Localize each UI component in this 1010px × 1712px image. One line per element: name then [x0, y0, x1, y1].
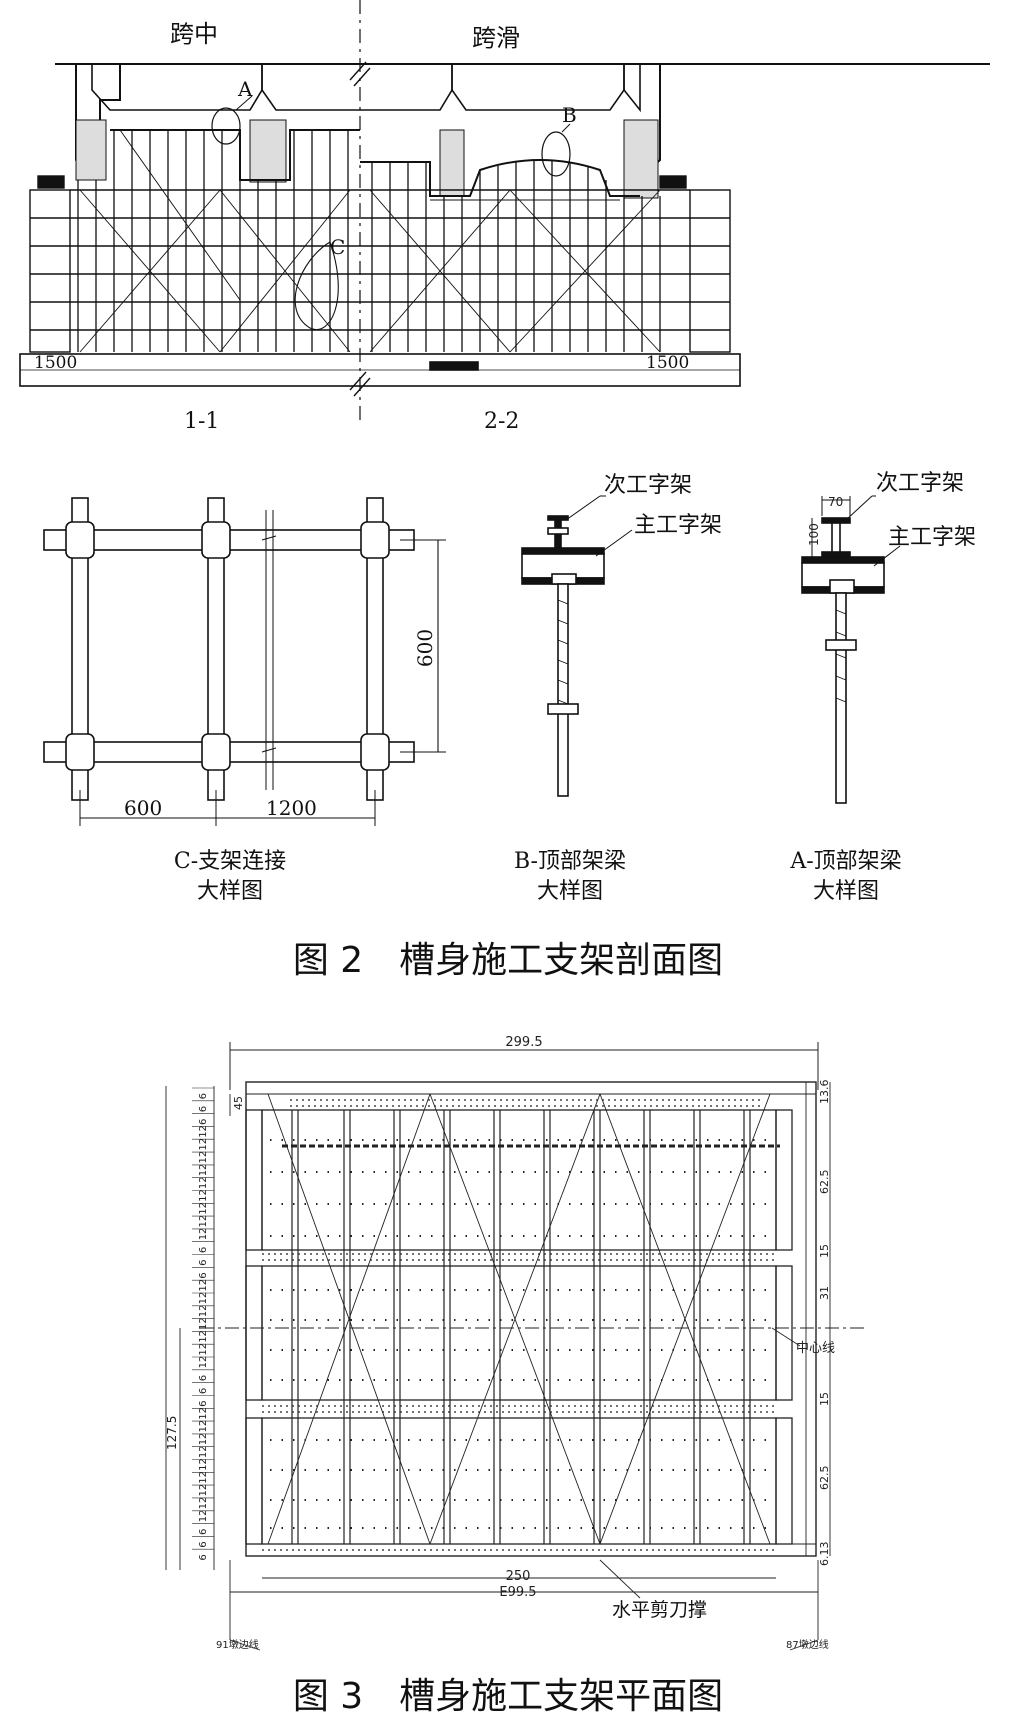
label-span-middle: 跨中	[170, 20, 218, 48]
dim-plan-bottom-inner: 250	[506, 1569, 531, 1584]
dim-c-vertical: 600	[413, 629, 437, 667]
left-tick-label: 12	[198, 1304, 209, 1317]
left-tick-label: 12	[198, 1292, 209, 1305]
left-tick-label: 12	[198, 1509, 209, 1522]
detail-a-top-beam: 70 100 次工字架 主工字架 A-顶部架梁 大样图	[789, 471, 976, 904]
left-tick-label: 6	[198, 1388, 209, 1394]
detail-b-top-beam: 次工字架 主工字架 B-顶部架梁 大样图	[514, 473, 722, 904]
left-tick-label: 12	[198, 1228, 209, 1241]
left-tick-label: 6	[198, 1554, 209, 1560]
detail-b-secondary-label: 次工字架	[604, 473, 692, 498]
figure-3-caption: 图 3 槽身施工支架平面图	[293, 1676, 723, 1712]
figure-2-caption: 图 2 槽身施工支架剖面图	[293, 940, 723, 981]
detail-a-caption-sub: 大样图	[813, 879, 879, 904]
dim-plan-right-4: 31	[818, 1286, 831, 1300]
callout-a: A	[237, 77, 253, 101]
section-view: 跨中 跨滑	[19, 0, 990, 434]
left-tick-label: 6	[198, 1541, 209, 1547]
left-tick-label: 12	[198, 1484, 209, 1497]
right-pier-edge-label: 87墩边线	[786, 1638, 829, 1651]
left-tick-label: 12	[198, 1138, 209, 1151]
section-label-1-1: 1-1	[184, 409, 219, 434]
left-tick-label: 12	[198, 1420, 209, 1433]
left-tick-label: 12	[198, 1125, 209, 1138]
horizontal-brace-label: 水平剪刀撑	[612, 1599, 707, 1621]
left-tick-label: 12	[198, 1407, 209, 1420]
dim-plan-right-2: 62.5	[818, 1170, 831, 1195]
left-tick-label: 6	[198, 1119, 209, 1125]
left-tick-label: 6	[198, 1093, 209, 1099]
plan-view: 299.5	[165, 1035, 868, 1651]
left-tick-label: 12	[198, 1279, 209, 1292]
detail-a-main-label: 主工字架	[888, 525, 976, 550]
left-tick-label: 12	[198, 1330, 209, 1343]
callout-b: B	[562, 103, 577, 127]
left-tick-label: 6	[198, 1401, 209, 1407]
left-tick-label: 12	[198, 1215, 209, 1228]
left-tick-label: 6	[198, 1529, 209, 1535]
dim-plan-right-6: 62.5	[818, 1466, 831, 1491]
left-tick-label: 12	[198, 1356, 209, 1369]
dim-a-100: 100	[807, 523, 821, 546]
dim-plan-left-total: 127.5	[165, 1416, 179, 1450]
left-pier-edge-label: 91墩边线	[216, 1638, 259, 1651]
dim-c-600: 600	[124, 796, 162, 820]
detail-c-caption-sub: 大样图	[197, 879, 263, 904]
dim-left-1500: 1500	[34, 353, 77, 373]
left-tick-label: 12	[198, 1176, 209, 1189]
detail-a-secondary-label: 次工字架	[876, 471, 964, 496]
dim-plan-top: 299.5	[505, 1035, 542, 1050]
center-line-label: 中心线	[796, 1341, 835, 1356]
left-tick-label: 6	[198, 1375, 209, 1381]
dim-plan-right-3: 15	[818, 1244, 831, 1258]
detail-c-caption: C-支架连接	[174, 849, 286, 874]
left-tick-label: 12	[198, 1164, 209, 1177]
section-label-2-2: 2-2	[484, 409, 519, 434]
callout-c: C	[330, 235, 345, 259]
detail-a-caption: A-顶部架梁	[789, 849, 901, 874]
left-tick-label: 6	[198, 1260, 209, 1266]
detail-c-connection: 600 600 1200 C-支架连接 大样图	[43, 497, 446, 904]
left-tick-label: 12	[198, 1317, 209, 1330]
dim-plan-left-top: 45	[232, 1096, 245, 1110]
dim-plan-right-5: 15	[818, 1392, 831, 1406]
left-tick-label: 12	[198, 1151, 209, 1164]
dim-plan-right-7: 6.13	[818, 1542, 831, 1567]
dim-plan-bottom-outer: E99.5	[499, 1585, 536, 1600]
dim-a-70: 70	[828, 495, 843, 509]
detail-b-caption-sub: 大样图	[537, 879, 603, 904]
left-tick-label: 12	[198, 1458, 209, 1471]
left-tick-label: 12	[198, 1343, 209, 1356]
left-tick-label: 12	[198, 1202, 209, 1215]
label-span-slide: 跨滑	[472, 24, 520, 52]
left-tick-label: 12	[198, 1189, 209, 1202]
left-tick-label: 6	[198, 1106, 209, 1112]
dim-right-1500: 1500	[646, 353, 689, 373]
dim-c-1200: 1200	[266, 796, 317, 820]
left-tick-label: 12	[198, 1433, 209, 1446]
left-tick-column: 6661212121212121212126661212121212121266…	[192, 1087, 214, 1561]
left-tick-label: 12	[198, 1445, 209, 1458]
detail-b-main-label: 主工字架	[634, 513, 722, 538]
detail-b-caption: B-顶部架梁	[514, 849, 626, 874]
left-tick-label: 6	[198, 1247, 209, 1253]
dim-plan-right-1: 13.6	[818, 1080, 831, 1105]
left-tick-label: 12	[198, 1497, 209, 1510]
left-tick-label: 6	[198, 1272, 209, 1278]
left-tick-label: 12	[198, 1471, 209, 1484]
